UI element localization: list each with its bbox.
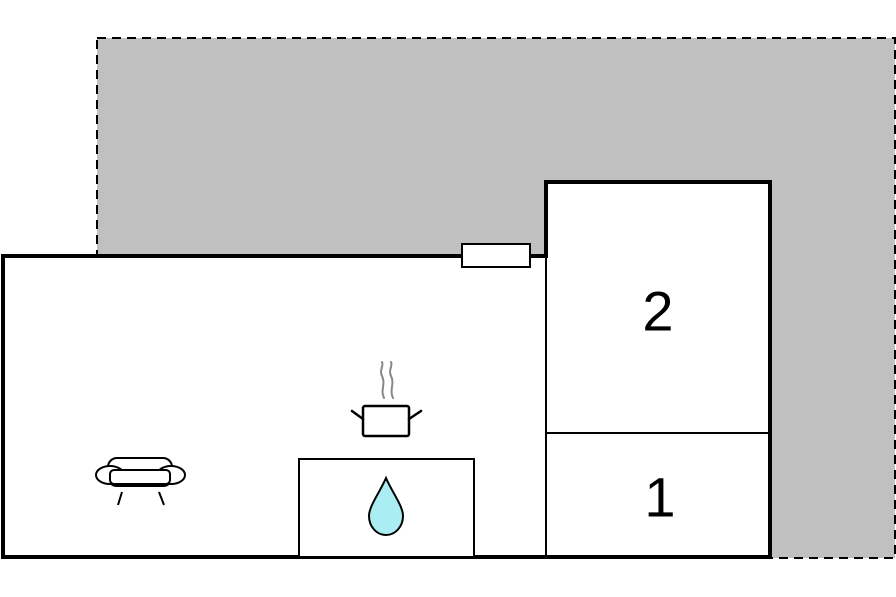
room-1-label: 1 <box>644 466 675 529</box>
outer-wall <box>1 180 772 559</box>
room-2-label: 2 <box>642 280 673 343</box>
sofa-icon <box>95 457 186 506</box>
room-1 <box>545 432 771 558</box>
cooking-pot-icon <box>350 361 423 438</box>
water-drop-icon <box>367 475 405 537</box>
window <box>461 243 531 268</box>
